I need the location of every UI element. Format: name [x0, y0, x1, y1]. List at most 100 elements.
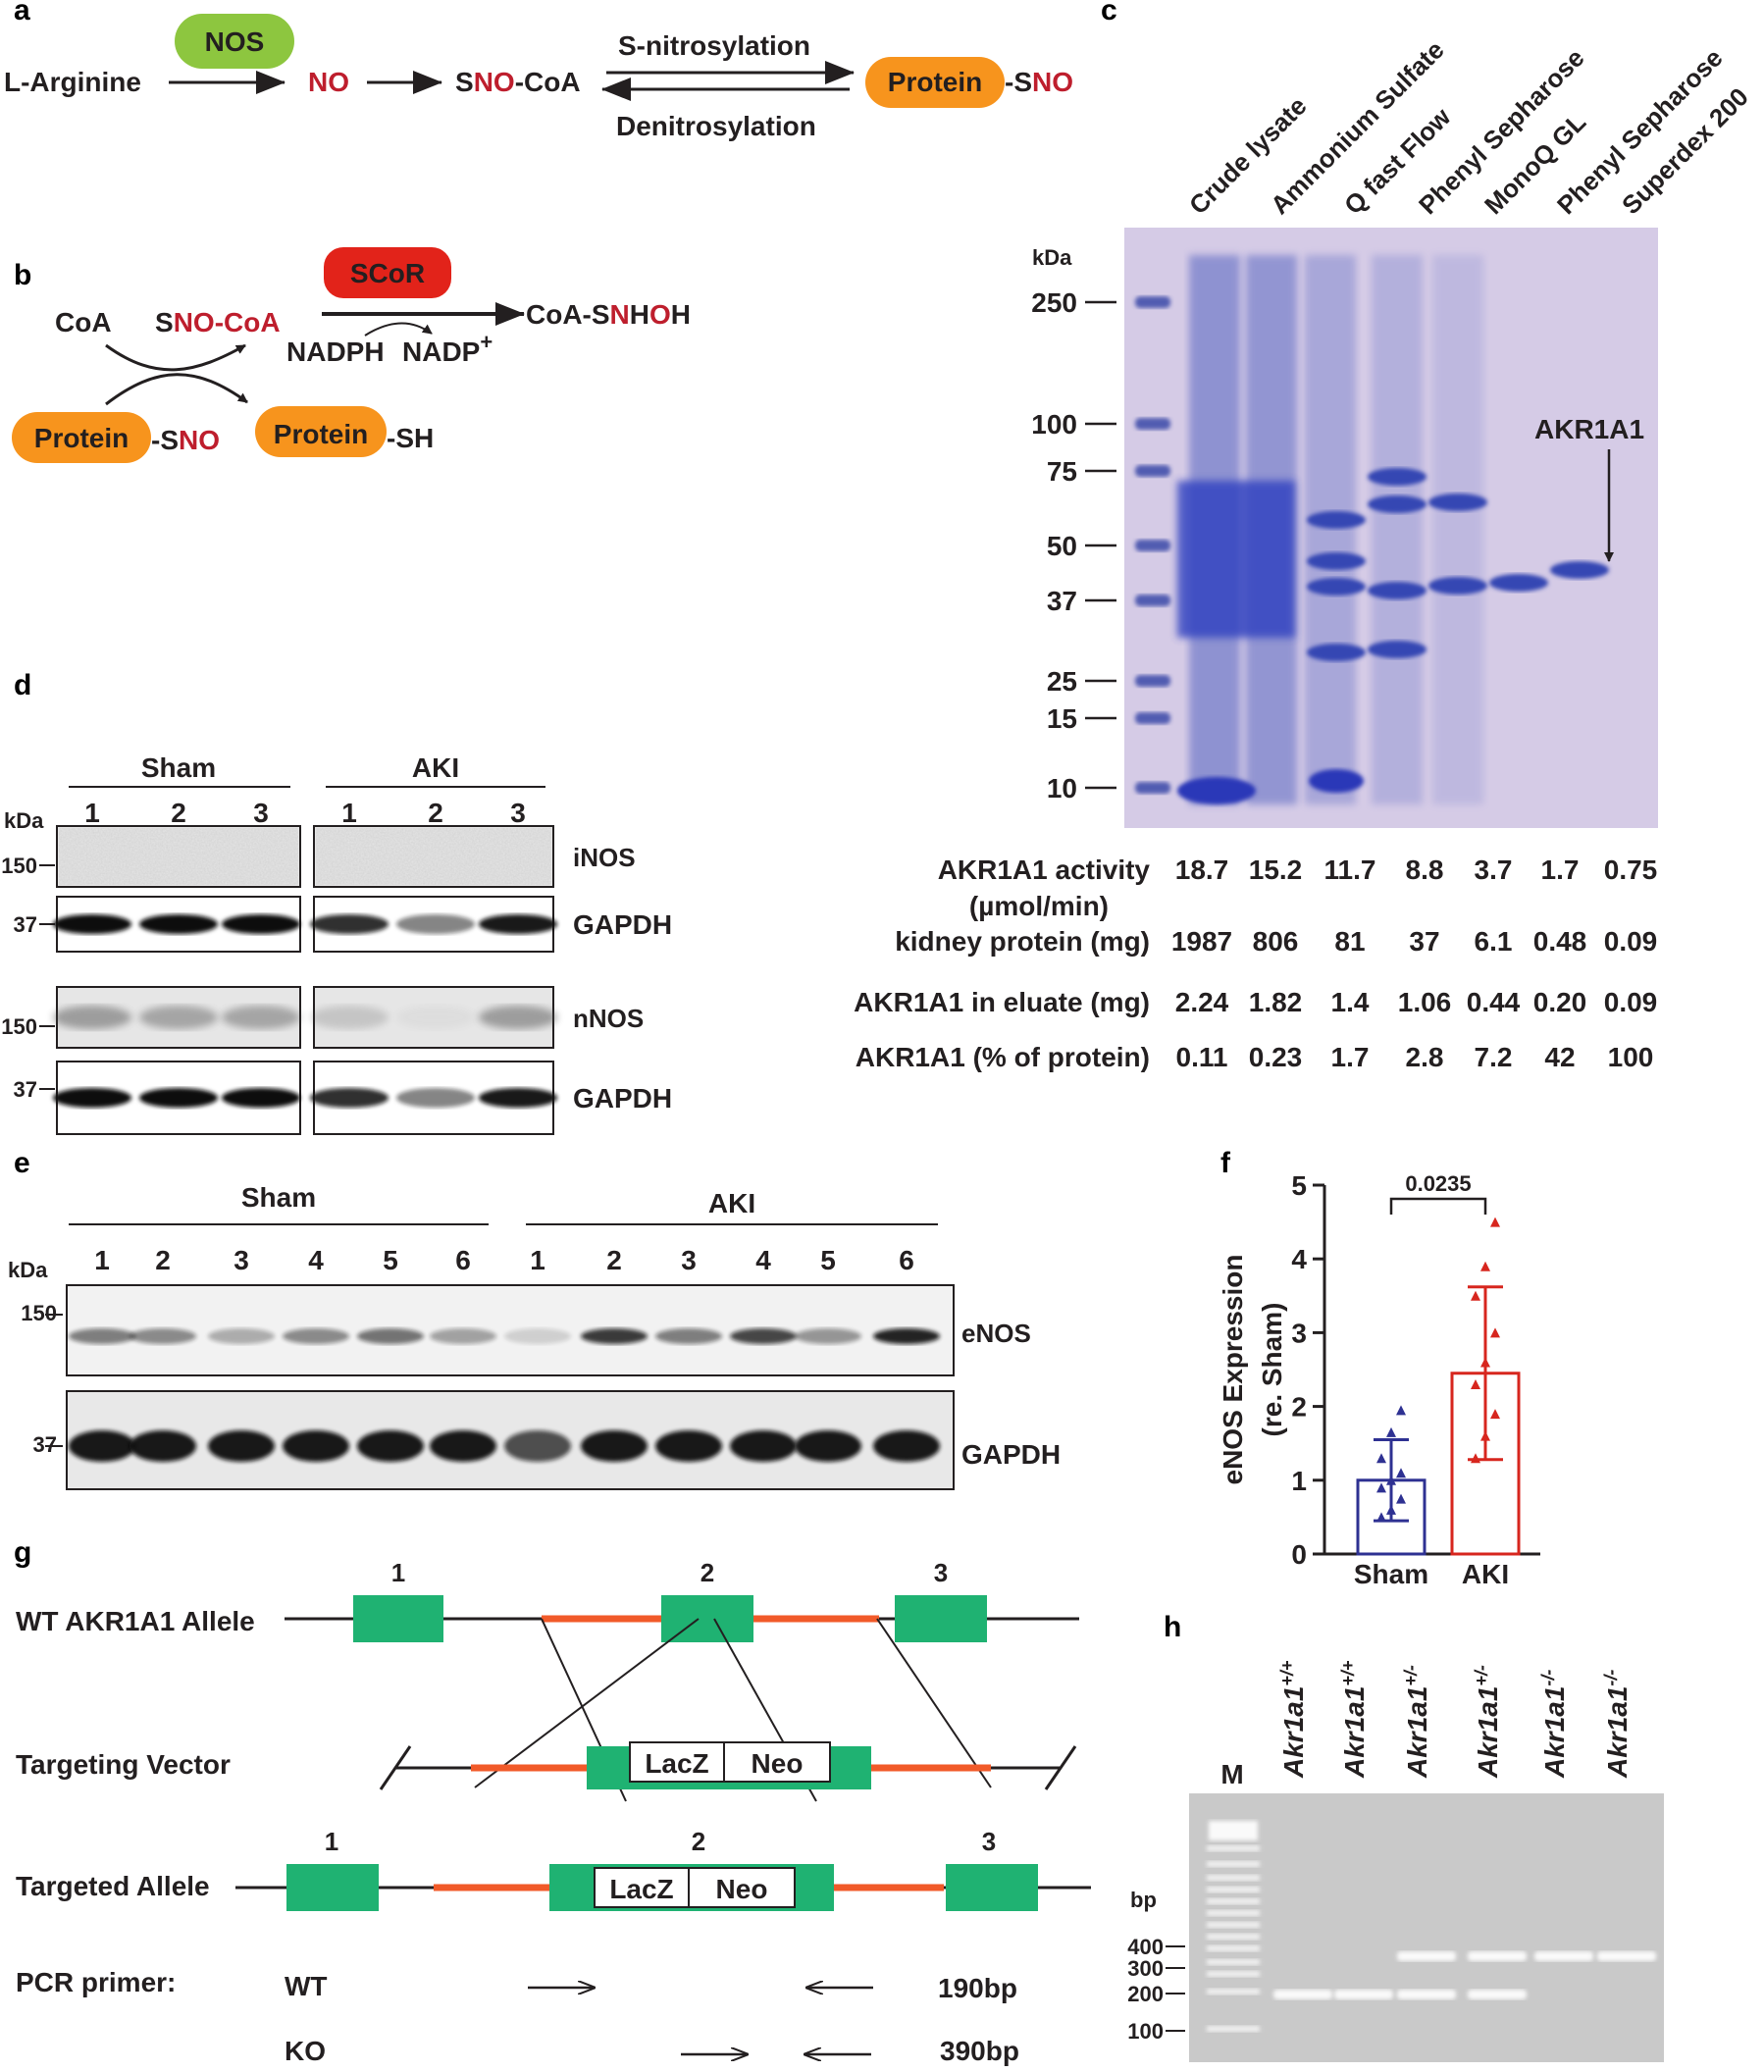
- gapdh-band: [53, 914, 131, 934]
- pcr-primer-label: PCR primer:: [16, 1967, 176, 1997]
- data-point: [1376, 1512, 1386, 1523]
- lane-number: 5: [820, 1245, 836, 1275]
- y-tick-label: 1: [1291, 1466, 1307, 1496]
- table-cell: 2.24: [1175, 987, 1229, 1017]
- lane-number: 1: [84, 798, 100, 828]
- gel-bands: [1135, 255, 1609, 804]
- lane-number: 2: [155, 1245, 171, 1275]
- p-value-label: 0.0235: [1405, 1171, 1471, 1196]
- gapdh-band: [139, 1088, 218, 1108]
- low-mw-band: [1309, 769, 1364, 793]
- genotype-label: Akr1a1+/-: [1401, 1665, 1432, 1779]
- lane-number: 2: [606, 1245, 622, 1275]
- table-row-label: AKR1A1 in eluate (mg): [854, 987, 1150, 1017]
- table-row-sublabel: (µmol/min): [969, 891, 1109, 921]
- table-cell: 2.8: [1406, 1042, 1444, 1072]
- ladder-band: [1135, 782, 1170, 794]
- lane-number: 2: [171, 798, 186, 828]
- protein-band: [1428, 577, 1487, 595]
- lane-number: 2: [428, 798, 443, 828]
- protein-sno-suffix: -SNO: [1005, 67, 1073, 97]
- panel-label-d: d: [14, 669, 31, 701]
- gapdh-band: [53, 1088, 131, 1108]
- marker-label: 37: [14, 1077, 37, 1102]
- y-tick-label: 3: [1291, 1318, 1307, 1348]
- table-row-label: AKR1A1 activity: [938, 855, 1151, 885]
- data-point: [1490, 1327, 1500, 1338]
- table-cell: 0.48: [1533, 926, 1587, 957]
- table-cell: 0.23: [1249, 1042, 1303, 1072]
- scor-label: SCoR: [350, 258, 425, 288]
- genotype-label: Akr1a1+/+: [1277, 1660, 1309, 1779]
- table-cell: 0.44: [1467, 987, 1521, 1017]
- wt-band-190bp: [1397, 1990, 1456, 1999]
- table-cell: 0.09: [1604, 926, 1658, 957]
- enos-band: [208, 1328, 275, 1344]
- protein-pill-a: [865, 57, 1005, 108]
- y-axis-label-2: (re. Sham): [1257, 1303, 1287, 1437]
- table-cell: 100: [1608, 1042, 1654, 1072]
- lane-number: 3: [681, 1245, 697, 1275]
- table-cell: 6.1: [1475, 926, 1513, 957]
- coa-label: CoA: [55, 307, 112, 337]
- nnos-band: [479, 1006, 557, 1029]
- mw-marker-label: 15: [1047, 703, 1077, 734]
- ladder-band: [1135, 540, 1170, 551]
- table-cell: 81: [1334, 926, 1365, 957]
- ladder-band: [1135, 465, 1170, 477]
- table-cell: 0.75: [1604, 855, 1658, 885]
- lacz-box: [594, 1867, 690, 1908]
- data-point: [1396, 1493, 1406, 1504]
- table-cell: 1.7: [1331, 1042, 1370, 1072]
- neo-box: [723, 1741, 831, 1783]
- protein-band: [1307, 644, 1366, 661]
- marker-lane-label: M: [1220, 1759, 1243, 1789]
- ladder-band: [1207, 1845, 1260, 1851]
- genotype-label: Akr1a1-/-: [1538, 1670, 1570, 1779]
- protein-label-b1: Protein: [34, 423, 129, 453]
- data-point: [1471, 1379, 1480, 1390]
- nadph-label: NADPH: [286, 337, 385, 367]
- ladder-band: [1207, 2026, 1260, 2032]
- bp-label: bp: [1130, 1888, 1157, 1912]
- cross-arrow-down: [105, 373, 248, 406]
- crude-dense-region: [1177, 481, 1295, 638]
- panel-label-g: g: [14, 1536, 31, 1569]
- gapdh-band: [69, 1430, 135, 1462]
- ko-band-390bp: [1597, 1951, 1656, 1961]
- genotype-label: Akr1a1+/+: [1338, 1660, 1370, 1779]
- ladder-band: [1207, 1971, 1260, 1977]
- nnos-band: [396, 1006, 475, 1029]
- table-cell: 37: [1409, 926, 1439, 957]
- wt-product-size: 190bp: [938, 1973, 1017, 2003]
- exon-number: 1: [325, 1827, 338, 1856]
- enos-band: [69, 1328, 135, 1344]
- protein-band: [1368, 641, 1427, 658]
- group-label-aki: AKI: [412, 752, 459, 783]
- panel-label-b: b: [14, 259, 31, 291]
- mw-marker-label: 37: [1047, 586, 1077, 616]
- kda-label-c: kDa: [1032, 245, 1072, 270]
- protein-band: [1307, 511, 1366, 529]
- cross-arrow-up: [105, 343, 246, 372]
- kda-label-d: kDa: [4, 808, 44, 833]
- marker-label: 150: [1, 854, 37, 878]
- scor-box: [324, 247, 451, 298]
- neo-label: Neo: [752, 1748, 804, 1779]
- y-axis-label: eNOS Expression: [1218, 1255, 1248, 1485]
- data-point: [1480, 1430, 1490, 1441]
- ladder-band: [1207, 1922, 1260, 1928]
- mw-marker-label: 250: [1031, 287, 1077, 318]
- gapdh-band: [357, 1430, 424, 1462]
- recombination-line: [474, 1618, 700, 1788]
- panel-label-h: h: [1164, 1611, 1181, 1643]
- gapdh-band: [504, 1430, 571, 1462]
- ladder-band: [1207, 1887, 1260, 1892]
- ladder-size-label: 100: [1127, 2019, 1164, 2044]
- marker-label: 150: [1, 1014, 37, 1039]
